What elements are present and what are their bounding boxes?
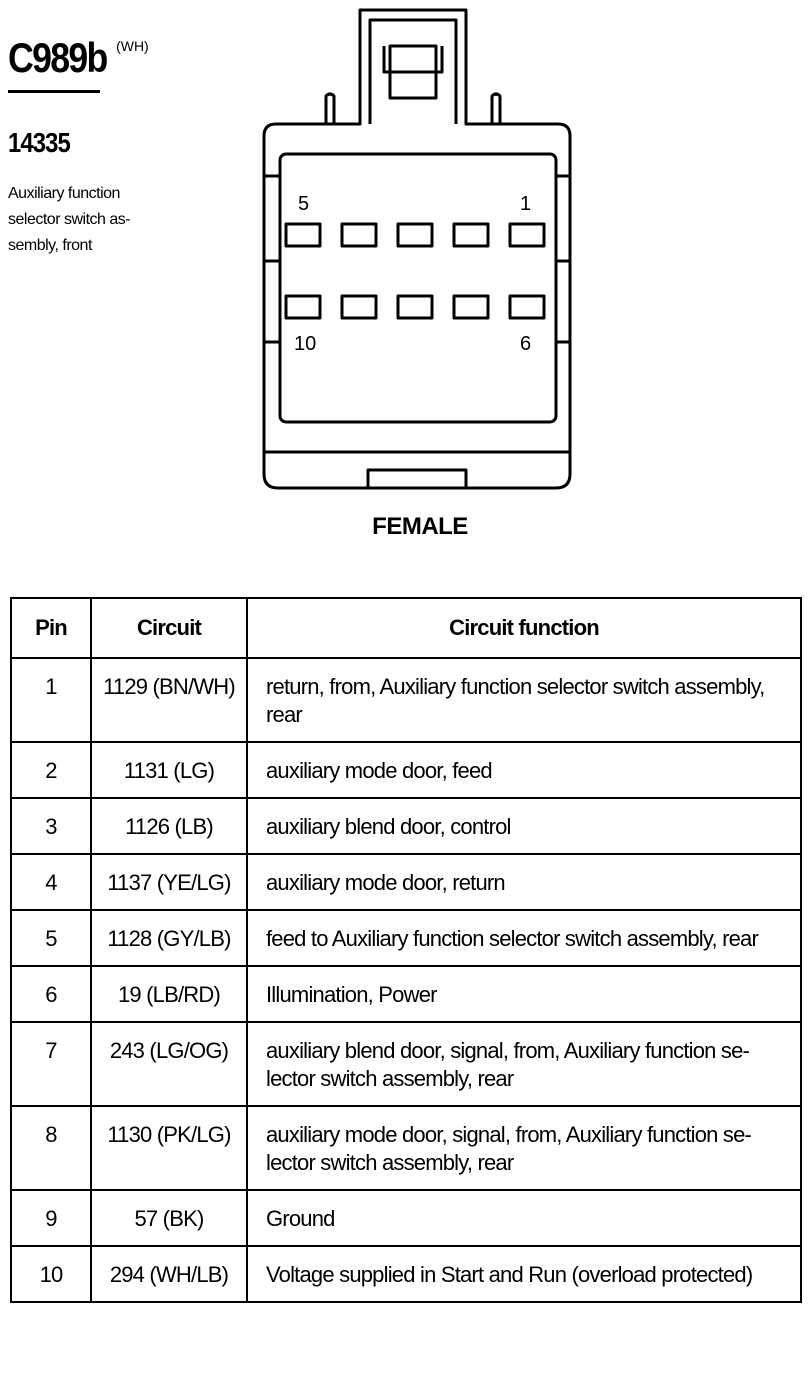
table-row: 7 243 (LG/OG) auxiliary blend door, sign… — [10, 1021, 802, 1107]
part-number: 14335 — [8, 127, 71, 158]
bottom-key — [366, 468, 468, 488]
latch-top — [382, 46, 444, 74]
pin-cavity-7 — [452, 294, 490, 320]
table-row: 10 294 (WH/LB) Voltage supplied in Start… — [10, 1245, 802, 1303]
circuit-cell: 19 (LB/RD) — [90, 965, 248, 1023]
function-cell: auxiliary mode door, return — [246, 853, 802, 911]
connector-gender: FEMALE — [372, 513, 468, 540]
header-circuit-function: Circuit function — [246, 597, 802, 659]
table-row: 2 1131 (LG) auxiliary mode door, feed — [10, 741, 802, 799]
connector-face-diagram: 5 1 10 6 — [262, 8, 572, 490]
pin-cavity-6 — [508, 294, 546, 320]
pin-cell: 4 — [10, 853, 92, 911]
table-header-row: Pin Circuit Circuit function — [10, 597, 802, 659]
function-cell: auxiliary mode door, signal, from, Auxil… — [246, 1105, 802, 1191]
table-row: 5 1128 (GY/LB) feed to Auxiliary functio… — [10, 909, 802, 967]
circuit-cell: 243 (LG/OG) — [90, 1021, 248, 1107]
pin-label-top-left: 5 — [298, 193, 309, 215]
connector-id-row: C989b (WH) — [8, 30, 238, 86]
pin-cell: 5 — [10, 909, 92, 967]
pin-cell: 10 — [10, 1245, 92, 1303]
connector-color-code: (WH) — [116, 38, 149, 54]
function-cell: Voltage supplied in Start and Run (overl… — [246, 1245, 802, 1303]
inner-cavity — [278, 152, 558, 424]
circuit-cell: 1126 (LB) — [90, 797, 248, 855]
housing-outline — [262, 8, 572, 490]
circuit-cell: 1131 (LG) — [90, 741, 248, 799]
pin-cavity-1 — [508, 222, 546, 248]
pin-cavity-8 — [396, 294, 434, 320]
header-pin: Pin — [10, 597, 92, 659]
right-post — [490, 92, 502, 124]
function-cell: auxiliary blend door, signal, from, Auxi… — [246, 1021, 802, 1107]
pin-cell: 8 — [10, 1105, 92, 1191]
housing-top-inner — [368, 18, 458, 124]
circuit-cell: 1129 (BN/WH) — [90, 657, 248, 743]
pin-cavity-3 — [396, 222, 434, 248]
table-row: 9 57 (BK) Ground — [10, 1189, 802, 1247]
connector-description: Auxiliary function selector switch as-se… — [8, 185, 131, 254]
pin-label-bottom-right: 6 — [520, 333, 531, 355]
table-row: 8 1130 (PK/LG) auxiliary mode door, sign… — [10, 1105, 802, 1191]
pin-cavity-9 — [340, 294, 378, 320]
table-row: 1 1129 (BN/WH) return, from, Auxiliary f… — [10, 657, 802, 743]
pin-cell: 9 — [10, 1189, 92, 1247]
circuit-cell: 1130 (PK/LG) — [90, 1105, 248, 1191]
pin-cell: 6 — [10, 965, 92, 1023]
function-cell: Illumination, Power — [246, 965, 802, 1023]
connector-id: C989b — [8, 34, 108, 81]
circuit-cell: 294 (WH/LB) — [90, 1245, 248, 1303]
connector-header: C989b (WH) 14335 Auxiliary function sele… — [8, 30, 238, 259]
pin-cavity-10 — [284, 294, 322, 320]
circuit-cell: 1128 (GY/LB) — [90, 909, 248, 967]
table-row: 6 19 (LB/RD) Illumination, Power — [10, 965, 802, 1023]
pin-cell: 1 — [10, 657, 92, 743]
header-divider — [8, 90, 100, 93]
function-cell: auxiliary blend door, control — [246, 797, 802, 855]
header-circuit: Circuit — [90, 597, 248, 659]
left-post — [324, 92, 336, 124]
table-row: 3 1126 (LB) auxiliary blend door, contro… — [10, 797, 802, 855]
function-cell: feed to Auxiliary function selector swit… — [246, 909, 802, 967]
circuit-cell: 1137 (YE/LG) — [90, 853, 248, 911]
pin-cavity-4 — [340, 222, 378, 248]
pin-cell: 7 — [10, 1021, 92, 1107]
pin-cavity-5 — [284, 222, 322, 248]
table-row: 4 1137 (YE/LG) auxiliary mode door, retu… — [10, 853, 802, 911]
pinout-table: Pin Circuit Circuit function 1 1129 (BN/… — [10, 597, 802, 1303]
pin-label-bottom-left: 10 — [294, 333, 316, 355]
function-cell: Ground — [246, 1189, 802, 1247]
pin-label-top-right: 1 — [520, 193, 531, 215]
circuit-cell: 57 (BK) — [90, 1189, 248, 1247]
function-cell: auxiliary mode door, feed — [246, 741, 802, 799]
function-cell: return, from, Auxiliary function selecto… — [246, 657, 802, 743]
pin-cavity-2 — [452, 222, 490, 248]
pin-cell: 3 — [10, 797, 92, 855]
pin-cell: 2 — [10, 741, 92, 799]
